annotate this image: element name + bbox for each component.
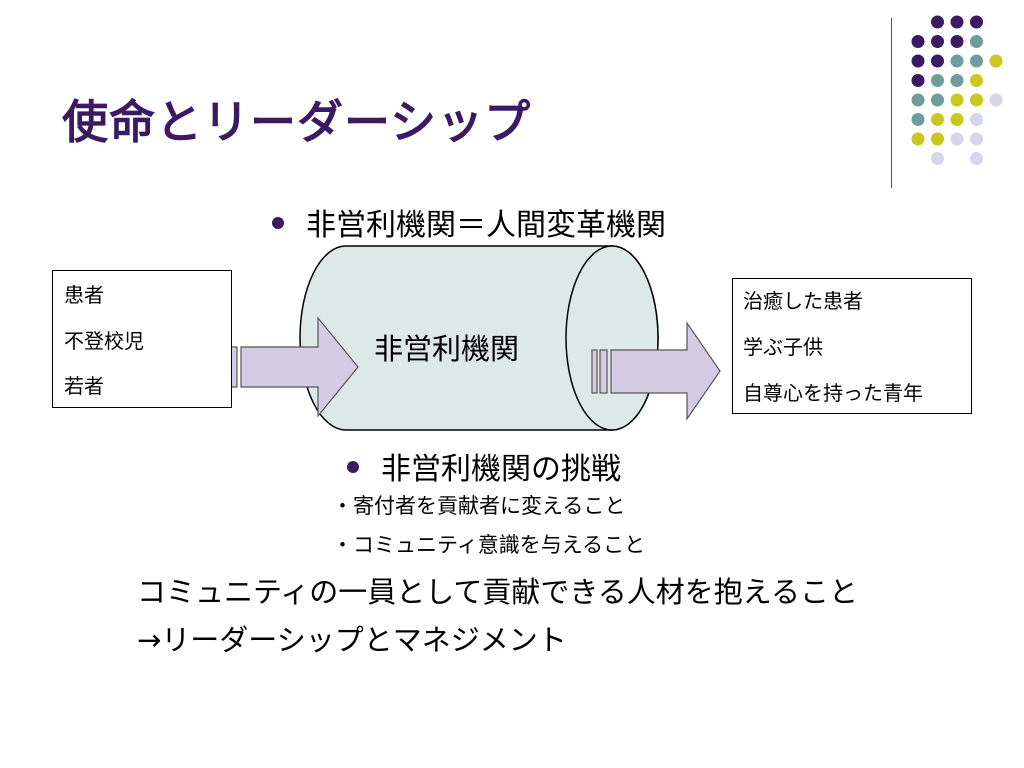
bullet-dot-icon [272, 216, 284, 229]
decorative-dot [931, 54, 944, 68]
decorative-dot [989, 93, 1003, 107]
decorative-dot [970, 54, 983, 68]
bullet-item-2: 非営利機関の挑戦 [347, 444, 621, 488]
decorative-dot-grid [911, 15, 1003, 165]
cylinder-end [565, 245, 659, 431]
decorative-dot [970, 15, 983, 29]
decorative-dot [931, 152, 944, 165]
decorative-dot [950, 35, 964, 48]
decorative-dot [970, 132, 983, 146]
input-item: 患者 [64, 283, 104, 307]
decorative-dot [989, 54, 1003, 68]
decorative-dot [911, 113, 925, 126]
decorative-dot [911, 132, 925, 146]
decorative-dot [950, 54, 964, 68]
decorative-dot [970, 74, 983, 87]
decorative-dot [931, 113, 944, 126]
decorative-dot [911, 35, 925, 48]
input-box: 患者 不登校児 若者 [52, 270, 232, 408]
input-item: 若者 [64, 374, 104, 398]
decorative-dot [950, 15, 964, 29]
output-box: 治癒した患者 学ぶ子供 自尊心を持った青年 [732, 278, 972, 414]
decorative-dot [911, 74, 925, 87]
decorative-dot [931, 35, 944, 48]
input-item: 不登校児 [64, 329, 144, 353]
decorative-dot [931, 132, 944, 146]
bullet-item-1: 非営利機関＝人間変革機関 [272, 200, 666, 244]
output-item: 学ぶ子供 [743, 335, 823, 359]
bullet-text: 非営利機関＝人間変革機関 [306, 208, 666, 243]
slide-title: 使命とリーダーシップ [62, 95, 532, 149]
sub-item: ・寄付者を貢献者に変えること [332, 494, 626, 518]
sub-item: ・コミュニティ意識を与えること [332, 533, 646, 557]
decorative-dot [970, 93, 983, 107]
conclusion-line: コミュニティの一員として貢献できる人材を抱えること [137, 575, 858, 609]
decorative-dot [931, 15, 944, 29]
decorative-dot [970, 113, 983, 126]
bullet-dot-icon [347, 460, 359, 473]
conclusion-line: →リーダーシップとマネジメント [137, 623, 567, 657]
bullet-text: 非営利機関の挑戦 [381, 452, 621, 487]
decorative-dot [950, 74, 964, 87]
decorative-dot [950, 113, 964, 126]
decorative-dot [911, 93, 925, 107]
decorative-dot [950, 132, 964, 146]
vertical-divider [891, 18, 892, 188]
decorative-dot [970, 35, 983, 48]
decorative-dot [931, 74, 944, 87]
decorative-dot [970, 152, 983, 165]
output-item: 治癒した患者 [743, 289, 863, 313]
output-arrow [591, 321, 721, 421]
decorative-dot [950, 93, 964, 107]
output-item: 自尊心を持った青年 [743, 381, 923, 405]
decorative-dot [931, 93, 944, 107]
decorative-dot [911, 54, 925, 68]
center-label: 非営利機関 [374, 332, 520, 366]
